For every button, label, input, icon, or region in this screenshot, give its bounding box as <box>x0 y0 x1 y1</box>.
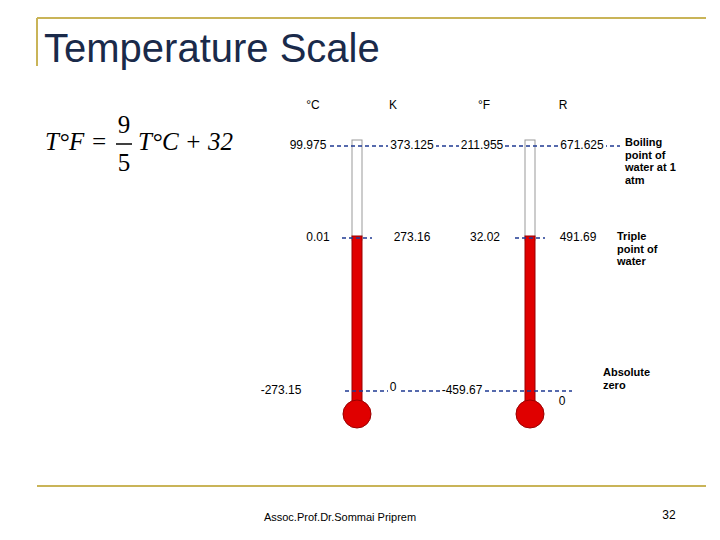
temperature-value: 211.955 <box>459 139 506 153</box>
fraction-numerator: 9 <box>118 111 131 140</box>
formula-term: T°C + 32 <box>138 128 233 157</box>
reference-line <box>330 146 620 391</box>
temperature-value: 491.69 <box>558 231 599 245</box>
temperature-value: 99.975 <box>288 139 329 153</box>
scale-header: R <box>559 99 568 113</box>
temperature-value: 32.02 <box>468 231 502 245</box>
formula-term: T°F = <box>45 128 107 157</box>
slide-frame <box>37 18 706 486</box>
temperature-value: 373.125 <box>388 139 435 153</box>
scale-header: °F <box>478 99 490 113</box>
thermometer <box>516 140 544 428</box>
temperature-value: -273.15 <box>259 384 304 398</box>
temperature-value: 671.625 <box>558 139 605 153</box>
point-label: Boiling point of water at 1 atm <box>625 136 679 187</box>
point-label: Absolute zero <box>603 366 659 391</box>
fraction-denominator: 5 <box>118 149 131 178</box>
temperature-value: 0.01 <box>304 231 331 245</box>
thermometer <box>343 140 371 428</box>
temperature-value: -459.67 <box>440 384 485 398</box>
point-label: Triple point of water <box>617 230 667 268</box>
page-number: 32 <box>662 509 675 523</box>
author-footer: Assoc.Prof.Dr.Sommai Priprem <box>264 511 416 524</box>
temperature-value: 273.16 <box>392 231 433 245</box>
scale-header: °C <box>306 99 319 113</box>
temperature-value: 0 <box>388 381 399 395</box>
temperature-value: 0 <box>557 395 568 409</box>
fraction-bar <box>116 143 132 145</box>
scale-header: K <box>389 99 397 113</box>
slide-title: Temperature Scale <box>44 26 380 71</box>
